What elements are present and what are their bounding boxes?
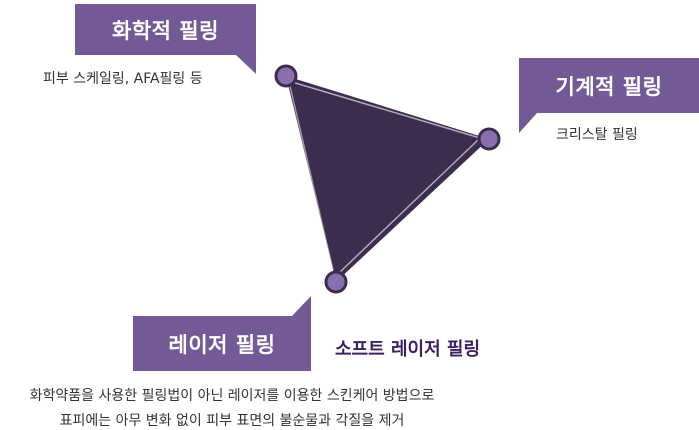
chemical-peeling-title: 화학적 필링	[112, 18, 219, 43]
chemical-pointer	[236, 55, 256, 74]
chemical-peeling-description: 피부 스케일링, AFA필링 등	[43, 71, 203, 87]
laser-peeling-tag: 레이저 필링	[133, 316, 311, 371]
mechanical-peeling-tag: 기계적 필링	[519, 58, 699, 113]
laser-peeling-description-line2: 표피에는 아무 변화 없이 피부 표면의 불순물과 각질을 제거	[59, 413, 405, 429]
chemical-node	[274, 64, 298, 88]
mechanical-peeling-description: 크리스탈 필링	[556, 127, 638, 143]
triangle-shape	[286, 76, 489, 282]
laser-peeling-subtitle: 소프트 레이저 필링	[335, 339, 481, 360]
mechanical-peeling-title: 기계적 필링	[555, 74, 663, 99]
mechanical-node	[477, 127, 501, 151]
laser-peeling-title: 레이저 필링	[168, 332, 276, 357]
laser-node	[324, 270, 348, 294]
chemical-peeling-tag: 화학적 필링	[75, 4, 256, 55]
triangle-highlight-left	[289, 85, 334, 271]
laser-pointer	[292, 296, 311, 316]
laser-peeling-description-line1: 화학약품을 사용한 필링법이 아닌 레이저를 이용한 스킨케어 방법으로	[29, 388, 435, 404]
mechanical-pointer	[519, 113, 537, 133]
